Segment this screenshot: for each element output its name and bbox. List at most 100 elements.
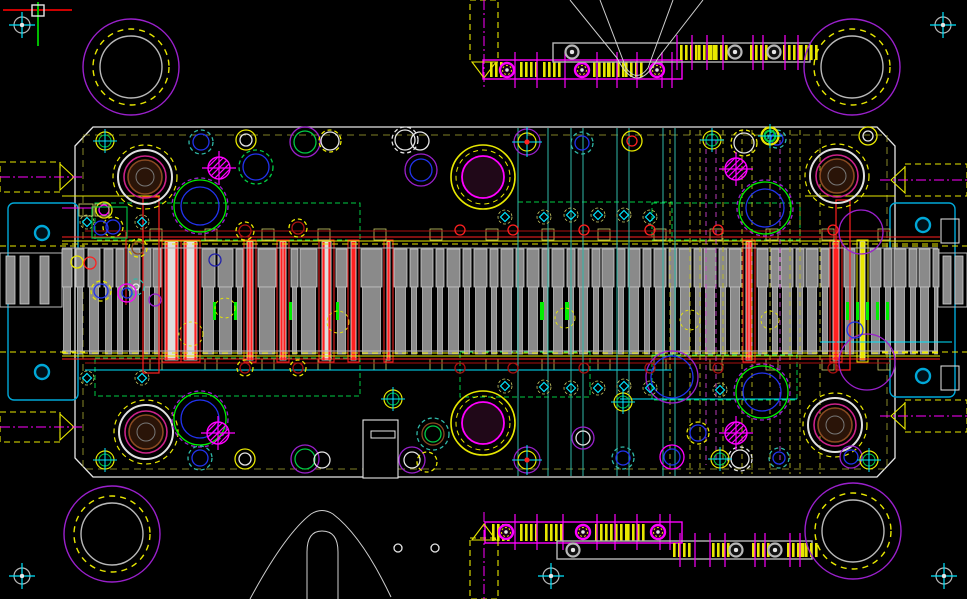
strip-hole-ring bbox=[578, 527, 588, 537]
punch-bar-head bbox=[420, 248, 434, 288]
strip-hatch-mark bbox=[535, 62, 538, 77]
punch-bar-head bbox=[489, 248, 499, 288]
lifter-mark bbox=[234, 302, 237, 320]
strip-hatch-mark bbox=[713, 45, 716, 60]
strip-hatch-mark bbox=[708, 45, 711, 60]
punch-bar-body bbox=[593, 286, 599, 355]
punch-bar-head bbox=[805, 248, 819, 288]
spring bbox=[554, 307, 576, 329]
punch-bar-head bbox=[257, 248, 277, 288]
bearing-bores bbox=[112, 143, 870, 465]
form-punch-body bbox=[183, 241, 198, 361]
strip-hatch-mark bbox=[630, 62, 633, 77]
hole bbox=[659, 444, 685, 470]
strip-hatch-mark bbox=[635, 62, 638, 77]
form-punch-body bbox=[321, 241, 332, 361]
hole bbox=[173, 392, 227, 446]
strip-hole-dot bbox=[580, 68, 584, 72]
guide-block-hole bbox=[914, 367, 932, 385]
retainer-tab bbox=[653, 228, 667, 241]
lifter-mark bbox=[866, 302, 869, 320]
lifter-diamond-icon bbox=[499, 211, 511, 223]
hole bbox=[578, 362, 590, 374]
punch-bar-head bbox=[591, 248, 601, 288]
strip-hatch-mark bbox=[787, 543, 790, 557]
rail-stub-bar bbox=[39, 255, 50, 305]
rail-stub-bar bbox=[954, 255, 964, 305]
lifter-diamond-icon bbox=[644, 382, 656, 394]
lifter-ring bbox=[79, 370, 95, 386]
lifter-ring bbox=[590, 207, 606, 223]
bottom-bell-curve bbox=[306, 530, 339, 599]
hole bbox=[712, 224, 724, 236]
hole bbox=[318, 129, 342, 153]
strip-hatch-mark bbox=[615, 524, 618, 541]
hole bbox=[403, 451, 421, 469]
hole bbox=[239, 362, 251, 374]
hole bbox=[173, 179, 227, 233]
hole bbox=[712, 362, 724, 374]
punch-bar-body bbox=[885, 286, 891, 355]
hole bbox=[93, 283, 109, 299]
construction-hlines bbox=[0, 195, 967, 400]
rail-stub-bar bbox=[942, 255, 952, 305]
punch-bar-body bbox=[203, 286, 214, 355]
strip-hatch-mark bbox=[555, 524, 558, 541]
hole bbox=[768, 447, 790, 469]
hole bbox=[393, 543, 403, 553]
lifter-diamond-icon bbox=[618, 209, 630, 221]
hole bbox=[188, 129, 214, 155]
top-bell-curve bbox=[599, 0, 674, 76]
punch-bar-body bbox=[395, 286, 406, 355]
strip-hatch-mark bbox=[757, 543, 760, 557]
form-punch-frame bbox=[180, 239, 201, 363]
strip-hatch-mark bbox=[607, 62, 610, 77]
strip-hatch-mark bbox=[683, 543, 686, 557]
strip-hatch-mark bbox=[792, 543, 795, 557]
hole bbox=[570, 131, 594, 155]
hole bbox=[839, 445, 863, 469]
retainer-tab bbox=[877, 228, 891, 241]
strip-hole-dot bbox=[733, 547, 739, 553]
bearing-center bbox=[827, 166, 847, 186]
hatch-line bbox=[208, 157, 222, 179]
punch-bar-body bbox=[910, 286, 916, 355]
bearing-center bbox=[136, 422, 156, 442]
retainer-tab bbox=[204, 358, 218, 371]
strip-hatch-mark bbox=[798, 45, 801, 60]
punch-bar-head bbox=[409, 248, 419, 288]
strip-hatch-mark bbox=[712, 543, 715, 557]
punch-bar-head bbox=[653, 248, 667, 288]
hole bbox=[738, 181, 792, 235]
hole bbox=[235, 221, 255, 241]
punch-bar-body bbox=[543, 286, 548, 355]
hole bbox=[398, 446, 426, 474]
strip-hole-dot bbox=[569, 49, 575, 55]
lifter-diamond-icon bbox=[538, 381, 550, 393]
gauge-block bbox=[362, 419, 399, 479]
punch-bar-body bbox=[219, 286, 232, 355]
strip-hatch-mark bbox=[698, 45, 701, 60]
punch-bar-head bbox=[642, 248, 652, 288]
strip-hole-dot bbox=[570, 547, 576, 553]
punch-bar-body bbox=[758, 286, 767, 355]
punch-bar-body bbox=[730, 286, 740, 355]
guide-bushing bbox=[803, 18, 901, 116]
punch-bar-head bbox=[918, 248, 931, 288]
keeper-tab bbox=[78, 203, 94, 217]
rail-stub-bar bbox=[19, 255, 30, 305]
spring bbox=[326, 310, 350, 334]
hole bbox=[621, 130, 643, 152]
punch-bar-body bbox=[934, 286, 938, 355]
punch-bar-body bbox=[437, 286, 443, 355]
punch-bar-body bbox=[301, 286, 316, 355]
lifter-diamond-icon bbox=[81, 216, 93, 228]
hole bbox=[131, 241, 145, 255]
hole bbox=[320, 131, 340, 151]
strip-hatch-mark bbox=[605, 524, 608, 541]
bearing-core bbox=[819, 158, 855, 194]
registration-dot bbox=[548, 573, 554, 579]
hole bbox=[234, 448, 256, 470]
strip-hatch-mark bbox=[595, 524, 598, 541]
